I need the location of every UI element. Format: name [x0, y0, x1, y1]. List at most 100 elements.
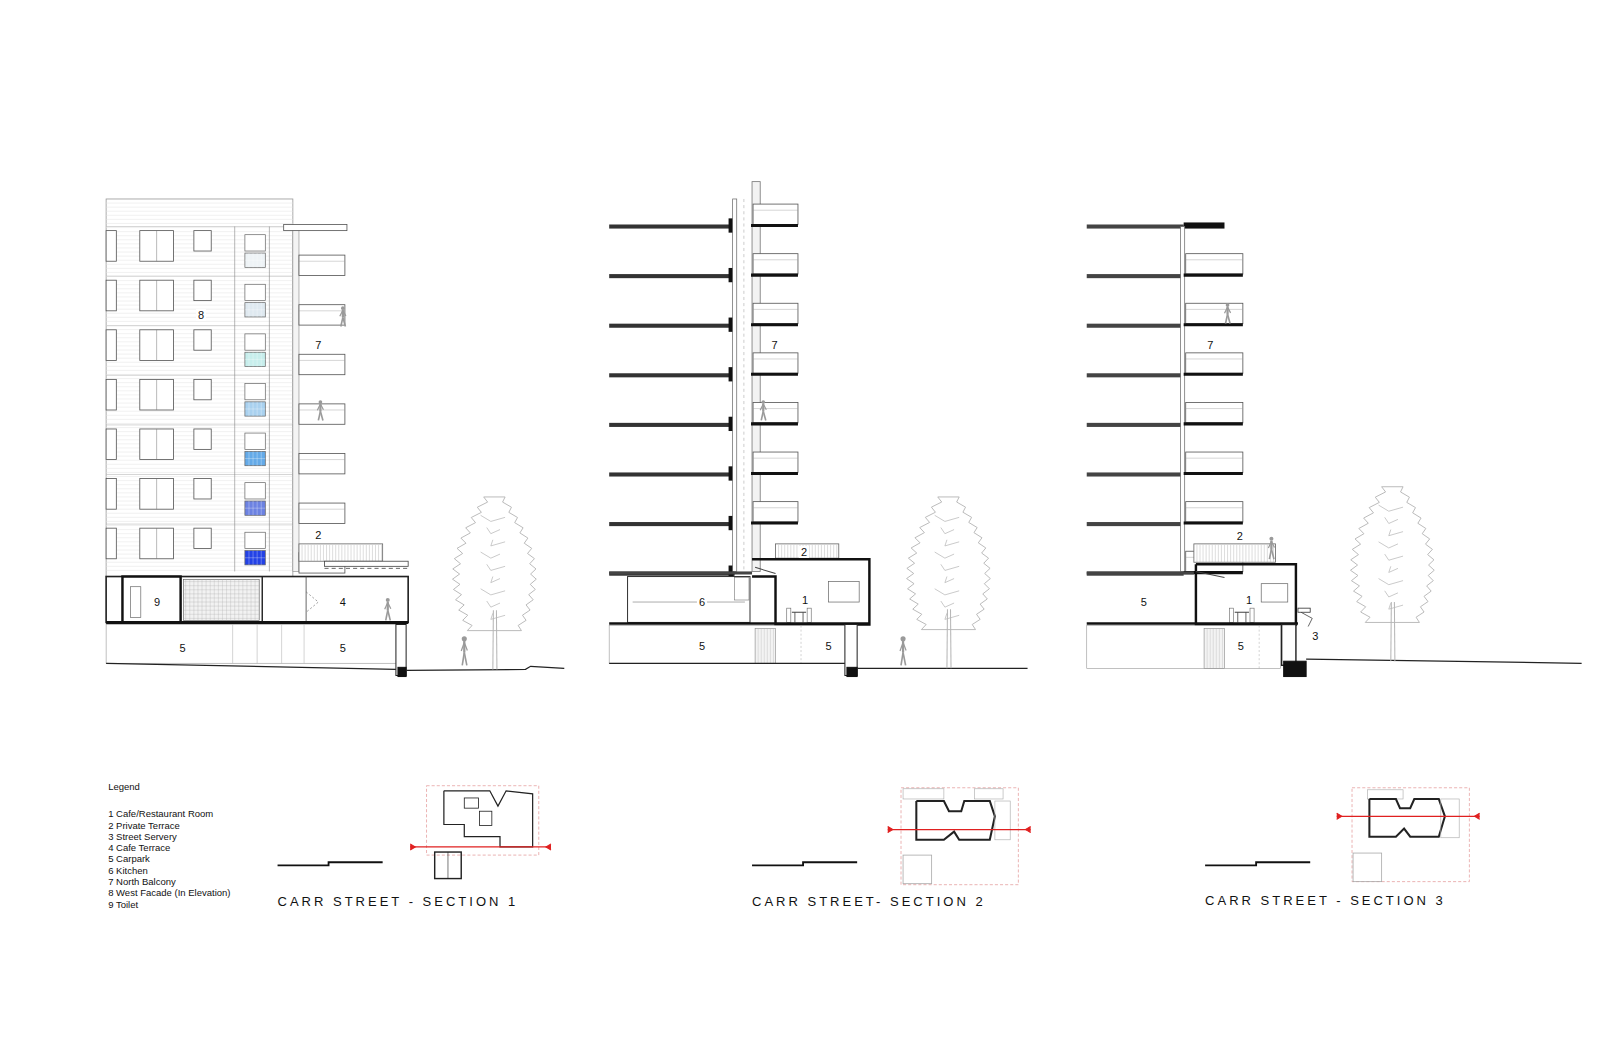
rect	[480, 811, 492, 825]
line	[836, 545, 837, 558]
line	[351, 545, 352, 561]
line	[833, 545, 834, 558]
rect	[194, 379, 211, 399]
rect	[1298, 608, 1310, 612]
callout-number: 2	[1235, 530, 1245, 542]
outline	[481, 552, 500, 558]
line	[106, 524, 293, 525]
rect	[245, 235, 265, 251]
line	[184, 618, 260, 619]
line	[633, 602, 745, 603]
outline	[1379, 505, 1403, 511]
line	[106, 203, 293, 204]
line	[156, 528, 157, 559]
outline	[1306, 659, 1582, 663]
rect	[299, 305, 345, 325]
legend-entry: 6 Kitchen	[108, 866, 148, 876]
outline	[900, 642, 903, 651]
rect	[245, 402, 265, 416]
callout-number: 2	[313, 529, 323, 541]
rect	[1367, 790, 1403, 799]
callout-number: 5	[1236, 640, 1246, 652]
line	[751, 373, 798, 376]
rect	[106, 624, 400, 663]
person-head	[462, 636, 467, 641]
outline	[452, 497, 536, 631]
line	[1186, 358, 1243, 359]
rect	[106, 577, 408, 623]
person-head	[1226, 303, 1230, 307]
line	[761, 629, 762, 664]
linework	[106, 182, 1582, 885]
outline	[464, 642, 467, 650]
line	[262, 577, 263, 623]
outline	[1228, 314, 1231, 323]
rect	[733, 199, 737, 571]
rect	[753, 452, 798, 472]
outline	[1379, 542, 1398, 548]
line	[106, 223, 293, 224]
line	[156, 330, 157, 361]
outline	[945, 540, 959, 546]
line	[1261, 545, 1262, 562]
rect	[245, 383, 265, 399]
rect	[1186, 303, 1243, 323]
line	[106, 419, 293, 420]
rect	[106, 429, 116, 460]
outline	[907, 497, 991, 630]
rect	[245, 284, 265, 300]
line	[1239, 545, 1240, 562]
line	[1267, 545, 1268, 562]
rect	[245, 334, 265, 350]
line	[332, 545, 333, 561]
line	[106, 226, 293, 227]
line	[743, 199, 744, 571]
outline	[1301, 612, 1312, 626]
rect	[245, 303, 265, 317]
rect	[1087, 626, 1281, 669]
line	[106, 375, 293, 376]
line	[335, 545, 336, 561]
line	[1213, 629, 1214, 669]
line	[793, 545, 794, 558]
line	[245, 260, 265, 261]
rect	[1230, 608, 1234, 622]
line	[106, 423, 293, 424]
line	[787, 545, 788, 558]
outline	[903, 642, 906, 650]
line	[1255, 545, 1256, 562]
line	[314, 545, 315, 561]
outline	[410, 844, 415, 850]
outline	[1394, 602, 1396, 661]
outline	[941, 528, 954, 534]
rect	[753, 502, 798, 522]
line	[184, 597, 260, 598]
rect	[1087, 571, 1194, 574]
line	[1237, 612, 1238, 622]
rect	[106, 280, 116, 311]
rect	[140, 330, 174, 361]
person-head	[761, 400, 765, 404]
outline	[444, 791, 533, 847]
line	[1196, 545, 1197, 562]
section-title: CARR STREET - SECTION 3	[1205, 894, 1446, 908]
outline	[464, 652, 467, 665]
line	[234, 227, 235, 572]
line	[245, 408, 265, 409]
rect	[1186, 402, 1243, 422]
rect	[1184, 222, 1225, 228]
outline	[941, 564, 959, 570]
outline	[888, 827, 893, 833]
outline	[343, 310, 346, 316]
outline	[106, 663, 396, 669]
line	[753, 408, 798, 409]
line	[824, 545, 825, 558]
rect	[284, 224, 347, 230]
line	[447, 852, 448, 879]
line	[1224, 545, 1225, 562]
line	[773, 629, 774, 664]
line	[299, 410, 345, 411]
line	[758, 629, 759, 664]
line	[299, 310, 345, 311]
rect	[140, 429, 174, 460]
